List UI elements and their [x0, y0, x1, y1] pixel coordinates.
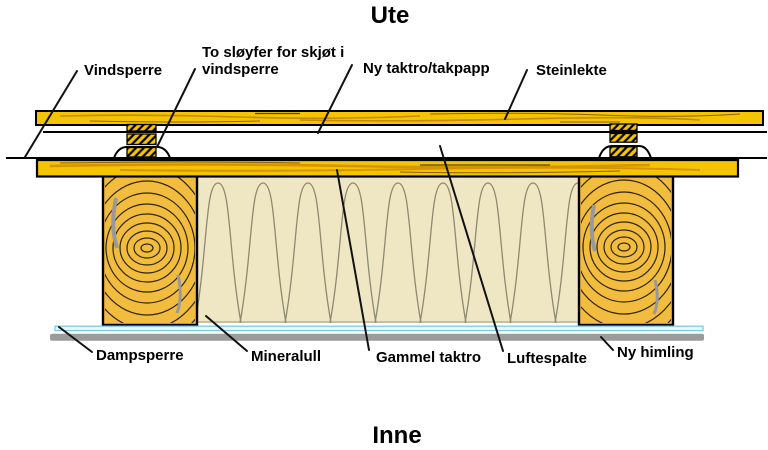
label-gammel-taktro: Gammel taktro	[376, 349, 482, 366]
leader-ny-taktro	[317, 64, 353, 134]
label-dampsperre: Dampsperre	[96, 347, 184, 364]
label-luftespalte: Luftespalte	[507, 350, 588, 367]
leader-mineralull	[205, 315, 248, 352]
left-joist	[101, 172, 199, 327]
leader-lines	[24, 64, 614, 353]
old-sheathing-plank	[35, 158, 740, 178]
vapor-barrier-line	[54, 325, 704, 332]
left-joist-growth-rings	[105, 176, 195, 323]
leader-ny-himling	[600, 336, 614, 351]
leader-vindsperre	[24, 70, 78, 158]
label-steinlekte: Steinlekte	[536, 62, 607, 79]
label-mineralull: Mineralull	[251, 348, 322, 365]
old-sheathing-grain	[49, 161, 701, 174]
leader-dampsperre	[58, 326, 93, 353]
mineral-wool-pattern	[197, 182, 579, 323]
leader-luftespalte	[439, 145, 504, 352]
leader-steinlekte	[504, 69, 528, 120]
label-vindsperre: Vindsperre	[84, 62, 163, 79]
label-to-sloyfer-line2: vindsperre	[202, 61, 279, 78]
counter-battens	[126, 123, 638, 158]
tile-batten-grain	[59, 112, 741, 123]
wind-barrier-line	[6, 145, 767, 159]
label-to-sloyfer-line1: To sløyfer for skjøt i	[202, 44, 345, 61]
label-ny-himling: Ny himling	[617, 344, 694, 361]
mineral-wool	[197, 177, 579, 323]
leader-to-sloyfer	[156, 68, 196, 148]
new-ceiling-bar	[50, 333, 704, 341]
leader-gammel-taktro	[336, 169, 370, 351]
label-ny-taktro: Ny taktro/takpapp	[363, 60, 490, 77]
right-joist	[577, 172, 675, 327]
tile-batten-plank	[35, 110, 764, 126]
title-inside: Inne	[372, 422, 422, 449]
right-joist-growth-rings	[581, 176, 671, 323]
wind-barrier-joint-right	[598, 145, 652, 159]
title-outside: Ute	[370, 2, 410, 29]
